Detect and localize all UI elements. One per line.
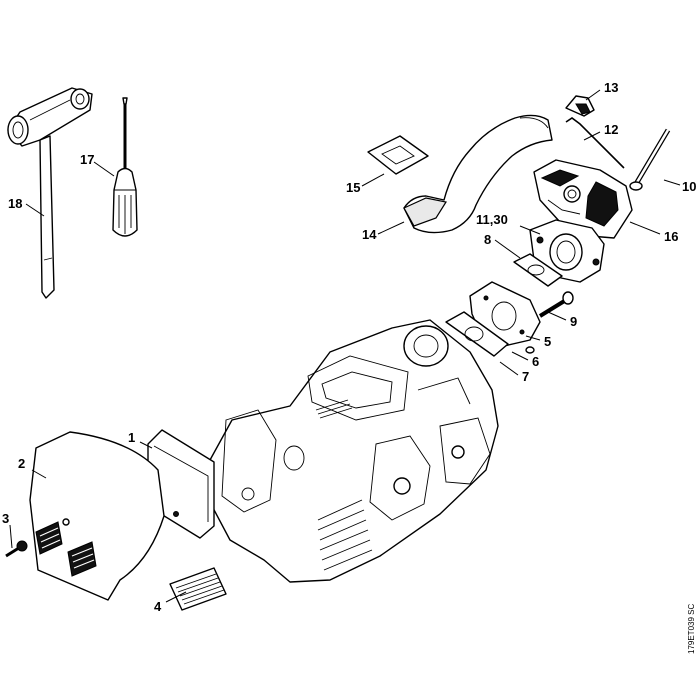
screwdriver [112,97,138,237]
callout-4: 4 [154,599,162,614]
leader-18 [25,203,45,217]
callout-1: 1 [128,430,135,445]
callout-13: 13 [604,80,618,95]
leader-8 [494,239,521,259]
carburetor-gasket [513,253,563,287]
carburetor-box [533,159,633,239]
leader-11 [519,225,541,235]
leader-16 [629,221,661,235]
drawing-code: 179ET039 SC [687,604,696,654]
leader-9 [547,311,567,321]
leader-17 [93,161,115,177]
callout-12: 12 [604,122,618,137]
carburetor [529,219,605,283]
callout-18: 18 [8,196,22,211]
leader-15 [361,173,385,187]
leader-10 [663,179,681,186]
clip [565,95,595,117]
callout-2: 2 [18,456,25,471]
callout-8: 8 [484,232,491,247]
shroud [29,431,165,601]
leader-2 [31,469,47,479]
callout-9: 9 [570,314,577,329]
throttle-rod [565,117,625,169]
engine-housing [209,319,499,583]
intake-seal [367,135,429,175]
leader-4 [165,591,187,603]
leader-6 [511,351,529,361]
leader-3 [9,524,13,549]
callout-14: 14 [362,227,377,242]
leader-14 [377,221,405,235]
callout-labels: 1 2 3 4 5 6 7 8 9 10 11,30 12 13 14 15 1… [2,80,696,614]
leader-13 [585,89,601,101]
flange-gasket [445,311,509,357]
callout-3: 3 [2,511,9,526]
callout-7: 7 [522,369,529,384]
leader-12 [583,131,601,141]
combination-wrench [7,87,93,299]
callout-15: 15 [346,180,360,195]
washer [525,346,535,354]
mounting-screw [538,291,574,318]
leader-lines [9,89,681,603]
long-bolt [629,128,671,191]
leader-7 [499,361,519,376]
leader-5 [525,335,541,341]
callout-5: 5 [544,334,551,349]
intake-boot [403,114,553,234]
callout-11-30: 11,30 [476,212,508,227]
grille-plate [169,567,227,611]
callout-17: 17 [80,152,94,167]
leader-1 [139,441,153,449]
shroud-screw [5,540,28,558]
callout-16: 16 [664,229,678,244]
callout-6: 6 [532,354,539,369]
callout-10: 10 [682,179,696,194]
